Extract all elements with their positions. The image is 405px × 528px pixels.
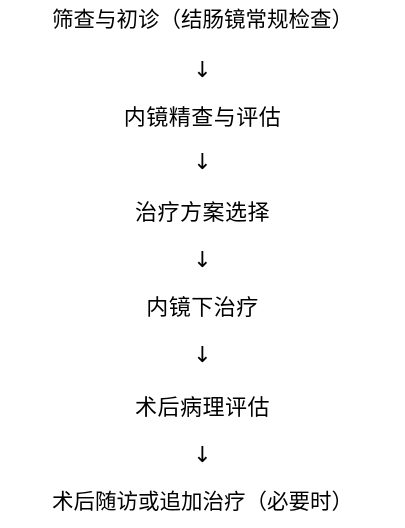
down-arrow-icon: ↓ (193, 58, 212, 83)
step-followup-or-additional-treatment: 术后随访或追加治疗（必要时） (51, 490, 353, 515)
step-treatment-plan-selection: 治疗方案选择 (134, 201, 270, 226)
down-arrow-icon: ↓ (193, 343, 212, 368)
step-endoscopic-treatment: 内镜下治疗 (146, 296, 259, 321)
down-arrow-icon: ↓ (193, 248, 212, 273)
step-postoperative-pathology: 术后病理评估 (134, 396, 270, 421)
down-arrow-icon: ↓ (193, 443, 212, 468)
step-screening-initial-diagnosis: 筛查与初诊（结肠镜常规检查） (51, 8, 353, 33)
step-endoscopic-detailed-evaluation: 内镜精查与评估 (123, 106, 282, 131)
down-arrow-icon: ↓ (193, 150, 212, 175)
